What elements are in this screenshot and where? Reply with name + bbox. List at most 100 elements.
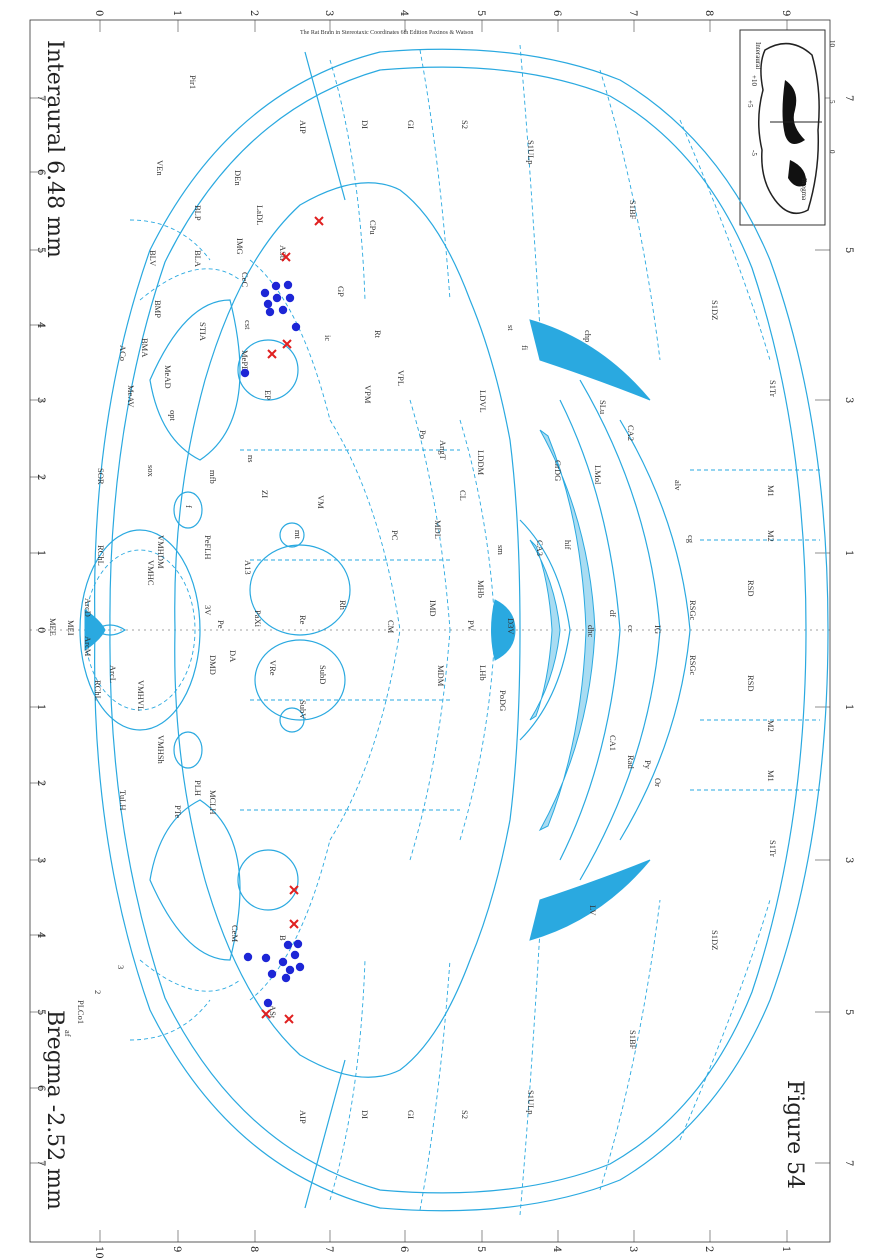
- region-label: PTe: [173, 805, 183, 818]
- injection-dot: [285, 293, 295, 303]
- region-label: BLP: [193, 205, 203, 221]
- tick-label: 5: [35, 247, 46, 253]
- region-label: GP: [336, 286, 346, 297]
- region-label: S1Tr: [768, 840, 778, 857]
- region-label: hif: [563, 540, 573, 550]
- region-label: Rad: [626, 755, 636, 769]
- region-label: S2: [460, 120, 470, 129]
- region-label: ArcM: [83, 636, 93, 657]
- tick-label: 4: [398, 10, 409, 16]
- injection-dot: [278, 305, 288, 315]
- region-label: VMHDM: [156, 535, 166, 569]
- region-label: PeFLH: [203, 535, 213, 560]
- region-label: BLV: [148, 250, 158, 267]
- tick-label: 0: [93, 10, 104, 16]
- tick-label: 7: [843, 1160, 854, 1166]
- grid-lines: [30, 20, 830, 1242]
- tick-label: 0: [35, 627, 46, 633]
- region-label: CA2: [626, 425, 636, 441]
- injection-dot: [272, 293, 282, 303]
- region-label: MDM: [436, 665, 446, 687]
- page-title: The Rat Brain in Stereotaxic Coordinates…: [300, 30, 473, 36]
- injection-cross: [289, 919, 299, 929]
- tick-label: 6: [551, 10, 562, 16]
- inset-mark: -5: [750, 150, 758, 156]
- region-label: CM: [386, 620, 396, 634]
- region-label: AIP: [298, 1110, 308, 1124]
- region-label: VRe: [268, 660, 278, 676]
- region-label: S1Tr: [768, 380, 778, 397]
- region-label: PoDG: [498, 690, 508, 711]
- region-label: Rt: [373, 330, 383, 339]
- region-label: S2: [460, 1110, 470, 1119]
- inset-mark: 0: [828, 150, 836, 154]
- region-label: VPL: [396, 370, 406, 386]
- region-label: SubD: [318, 665, 328, 684]
- region-label: A13: [243, 560, 253, 575]
- inset-mark: +10: [750, 75, 758, 86]
- tick-label: 5: [475, 10, 486, 16]
- injection-dot: [283, 940, 293, 950]
- region-label: VMHVL: [136, 680, 146, 711]
- region-label: AIP: [298, 120, 308, 134]
- tick-label: 3: [35, 397, 46, 403]
- region-label: ArcL: [108, 665, 118, 683]
- tick-label: 1: [35, 550, 46, 556]
- region-label: ArcD: [83, 598, 93, 617]
- region-label: GI: [406, 1110, 416, 1119]
- region-label: f: [184, 505, 194, 508]
- region-label: PLH: [193, 780, 203, 796]
- tick-label: 6: [398, 1246, 409, 1252]
- region-label: DMD: [208, 655, 218, 675]
- region-label: st: [506, 325, 516, 331]
- region-label: 3: [116, 965, 126, 969]
- region-label: LHb: [478, 665, 488, 681]
- brain-outline: [79, 44, 829, 1216]
- inset-mark: +5: [746, 100, 754, 108]
- region-label: sox: [146, 465, 156, 478]
- bregma-label: Bregma -2.52 mm: [42, 1010, 67, 1210]
- region-label: chp: [583, 330, 593, 342]
- region-label: CeM: [230, 925, 240, 942]
- region-label: S1DZ: [710, 930, 720, 950]
- tick-label: 5: [843, 1009, 854, 1015]
- region-label: S1BF: [628, 200, 638, 220]
- tick-label: 5: [475, 1246, 486, 1252]
- region-label: IMG: [235, 238, 245, 255]
- region-label: dhc: [586, 625, 596, 638]
- region-label: BMP: [153, 300, 163, 318]
- region-label: MeAD: [163, 365, 173, 389]
- region-label: LMol: [593, 465, 603, 485]
- tick-label: 2: [248, 10, 259, 16]
- injection-dot: [291, 322, 301, 332]
- region-label: MeAV: [126, 385, 136, 408]
- injection-cross: [289, 885, 299, 895]
- region-label: df: [608, 610, 618, 617]
- region-label: SOR: [96, 468, 106, 485]
- region-label: MHb: [476, 580, 486, 598]
- tick-label: 5: [843, 247, 854, 253]
- injection-dot: [278, 957, 288, 967]
- region-label: Or: [653, 778, 663, 787]
- region-label: 2: [93, 990, 103, 994]
- top-axis-ticks: 0 1 2 3 4 5 6 7 8 9: [93, 10, 791, 16]
- region-label: Po: [418, 430, 428, 439]
- region-label: DI: [360, 1110, 370, 1119]
- region-label: PaXi: [253, 610, 263, 628]
- region-label: mfb: [208, 470, 218, 484]
- region-label: 3V: [203, 605, 213, 616]
- tick-label: 7: [35, 95, 46, 101]
- injection-dot: [293, 939, 303, 949]
- region-label: EP: [263, 390, 273, 400]
- inset-interaural-label: Interaural: [754, 42, 762, 69]
- region-label: ACo: [118, 345, 128, 361]
- frame: [29, 19, 831, 1243]
- region-label: MePD: [240, 350, 250, 372]
- injection-dot: [261, 953, 271, 963]
- tick-label: 8: [703, 10, 714, 16]
- tick-label: 9: [171, 1246, 182, 1252]
- tick-label: 3: [627, 1246, 638, 1252]
- tick-label: 3: [35, 857, 46, 863]
- region-label: PC: [390, 530, 400, 541]
